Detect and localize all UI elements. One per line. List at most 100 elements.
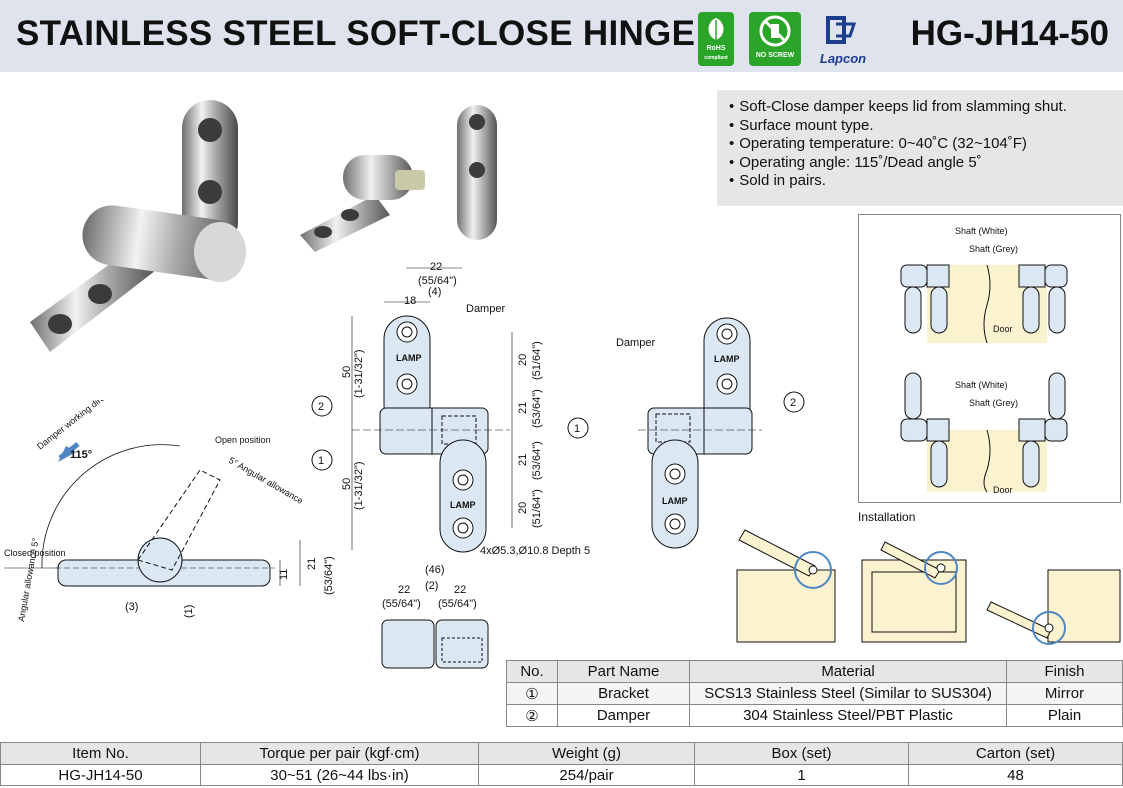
angle-label: 115° [70,449,92,461]
lapcon-text: Lapcon [819,51,867,66]
lapcon-logo: Lapcon [814,14,872,66]
table-row: HG-JH14-50 30~51 (26~44 lbs·in) 254/pair… [0,764,1123,786]
hinge-photo-large [30,100,246,352]
dim-53-64: (53/64") [323,556,335,595]
dim-50-top: 50 [341,366,353,378]
direction-label: Damper working direction [35,400,122,452]
parts-cell: Plain [1006,704,1123,727]
spec-header-row: Item No. Torque per pair (kgf·cm) Weight… [0,742,1123,765]
shaft-white-label-top: Shaft (White) [955,226,1008,236]
parts-cell: Mirror [1006,682,1123,705]
dim-11: 11 [278,569,290,580]
installation-diagram: Shaft (White) Shaft (Grey) Door Shaft (W… [900,226,1068,495]
dim-21-bottom: 21 [517,454,529,466]
rohs-label: RoHS [706,45,726,52]
parts-header-material: Material [689,660,1007,683]
parts-cell: 304 Stainless Steel/PBT Plastic [689,704,1007,727]
spec-header-item: Item No. [0,742,201,765]
dim-18: 18 [404,295,416,307]
dim-4: (4) [428,286,441,298]
lamp-mark-back-bottom: LAMP [662,496,688,506]
parts-cell: Damper [557,704,690,727]
parts-header-row: No. Part Name Material Finish [506,660,1123,683]
table-row: ② Damper 304 Stainless Steel/PBT Plastic… [506,704,1123,727]
feature-item: Operating temperature: 0~40˚C (32~104˚F) [729,135,1113,154]
shaft-grey-label-top: Shaft (Grey) [969,244,1018,254]
parts-cell: ② [506,704,558,727]
allowance-top-label: 5° Angular allowance [227,455,305,506]
leaf-icon [708,18,724,40]
lamp-mark-top: LAMP [396,353,422,363]
dim-53-64-top: (53/64") [531,389,543,428]
hinge-photo-small [300,105,497,252]
page-title: STAINLESS STEEL SOFT-CLOSE HINGE [16,14,696,53]
parts-cell: Bracket [557,682,690,705]
shaft-grey-label-bottom: Shaft (Grey) [969,398,1018,408]
dim-55-64-right: (55/64") [438,598,477,610]
spec-cell: 48 [908,764,1123,786]
back-view-diagram: Damper LAMP LAMP 2 [616,317,805,549]
callout-1-left: 1 [318,455,324,467]
installation-sketches [736,529,1121,645]
spec-cell: 30~51 (26~44 lbs·in) [200,764,479,786]
feature-list: Soft-Close damper keeps lid from slammin… [717,90,1123,206]
installation-box: Shaft (White) Shaft (Grey) Door Shaft (W… [858,214,1121,503]
no-screw-badge: NO SCREW [749,12,801,66]
damper-label-back: Damper [616,337,655,349]
spec-header-weight: Weight (g) [478,742,695,765]
spec-header-box: Box (set) [694,742,909,765]
callout-1-right: 1 [574,423,580,435]
dim-1-31-32-top: (1-31/32") [353,349,365,398]
dim-51-64-top: (51/64") [531,341,543,380]
rohs-badge: RoHS compliant [698,12,734,66]
dim-21: 21 [306,558,318,570]
feature-item: Soft-Close damper keeps lid from slammin… [729,98,1113,117]
spec-table: Item No. Torque per pair (kgf·cm) Weight… [0,742,1123,786]
closed-label: Closed position [4,548,66,558]
no-screw-icon [759,15,791,47]
table-row: ① Bracket SCS13 Stainless Steel (Similar… [506,682,1123,705]
dim-22-right: 22 [454,584,466,596]
spec-cell: 254/pair [478,764,695,786]
callout-2-front: 2 [318,401,324,413]
installation-caption: Installation [858,510,916,524]
front-view-diagram: 22 (55/64") (4) 18 Damper LAMP LAMP 50 (… [311,261,590,557]
dim-53-64-bottom: (53/64") [531,441,543,480]
dim-55-64-left: (55/64") [382,598,421,610]
parts-header-name: Part Name [557,660,690,683]
feature-item: Operating angle: 115˚/Dead angle 5˚ [729,154,1113,173]
dim-20-top: 20 [517,354,529,366]
damper-label-front: Damper [466,303,505,315]
no-screw-label: NO SCREW [755,52,795,59]
dim-51-64-bottom: (51/64") [531,489,543,528]
rohs-sub-label: compliant [704,55,728,61]
parts-table: No. Part Name Material Finish ① Bracket … [506,660,1123,727]
door-label-top: Door [993,324,1013,334]
lamp-mark-back-top: LAMP [714,354,740,364]
parts-header-finish: Finish [1006,660,1123,683]
dim-2: (2) [425,580,438,592]
dim-22-top: 22 [430,261,442,273]
spec-header-carton: Carton (set) [908,742,1123,765]
feature-item: Sold in pairs. [729,172,1113,191]
bottom-view-diagram: (46) (2) 22 22 (55/64") (55/64") [381,564,489,669]
side-view-diagram: Damper working direction 115° Open posit… [4,400,335,622]
dim-22-left: 22 [398,584,410,596]
parts-cell: ① [506,682,558,705]
spec-cell: 1 [694,764,909,786]
shaft-white-label-bottom: Shaft (White) [955,380,1008,390]
door-label-bottom: Door [993,485,1013,495]
callout-2-back: 2 [790,397,796,409]
lamp-mark-bottom: LAMP [450,500,476,510]
dim-20-bottom: 20 [517,502,529,514]
lapcon-icon [826,16,857,44]
model-number: HG-JH14-50 [910,14,1109,53]
parts-cell: SCS13 Stainless Steel (Similar to SUS304… [689,682,1007,705]
spec-header-torque: Torque per pair (kgf·cm) [200,742,479,765]
dim-1-31-32-bottom: (1-31/32") [353,461,365,510]
dim-1: (1) [183,605,195,618]
dim-3: (3) [125,601,138,613]
header-bar: STAINLESS STEEL SOFT-CLOSE HINGE RoHS co… [0,0,1123,72]
parts-header-no: No. [506,660,558,683]
dim-50-bottom: 50 [341,478,353,490]
